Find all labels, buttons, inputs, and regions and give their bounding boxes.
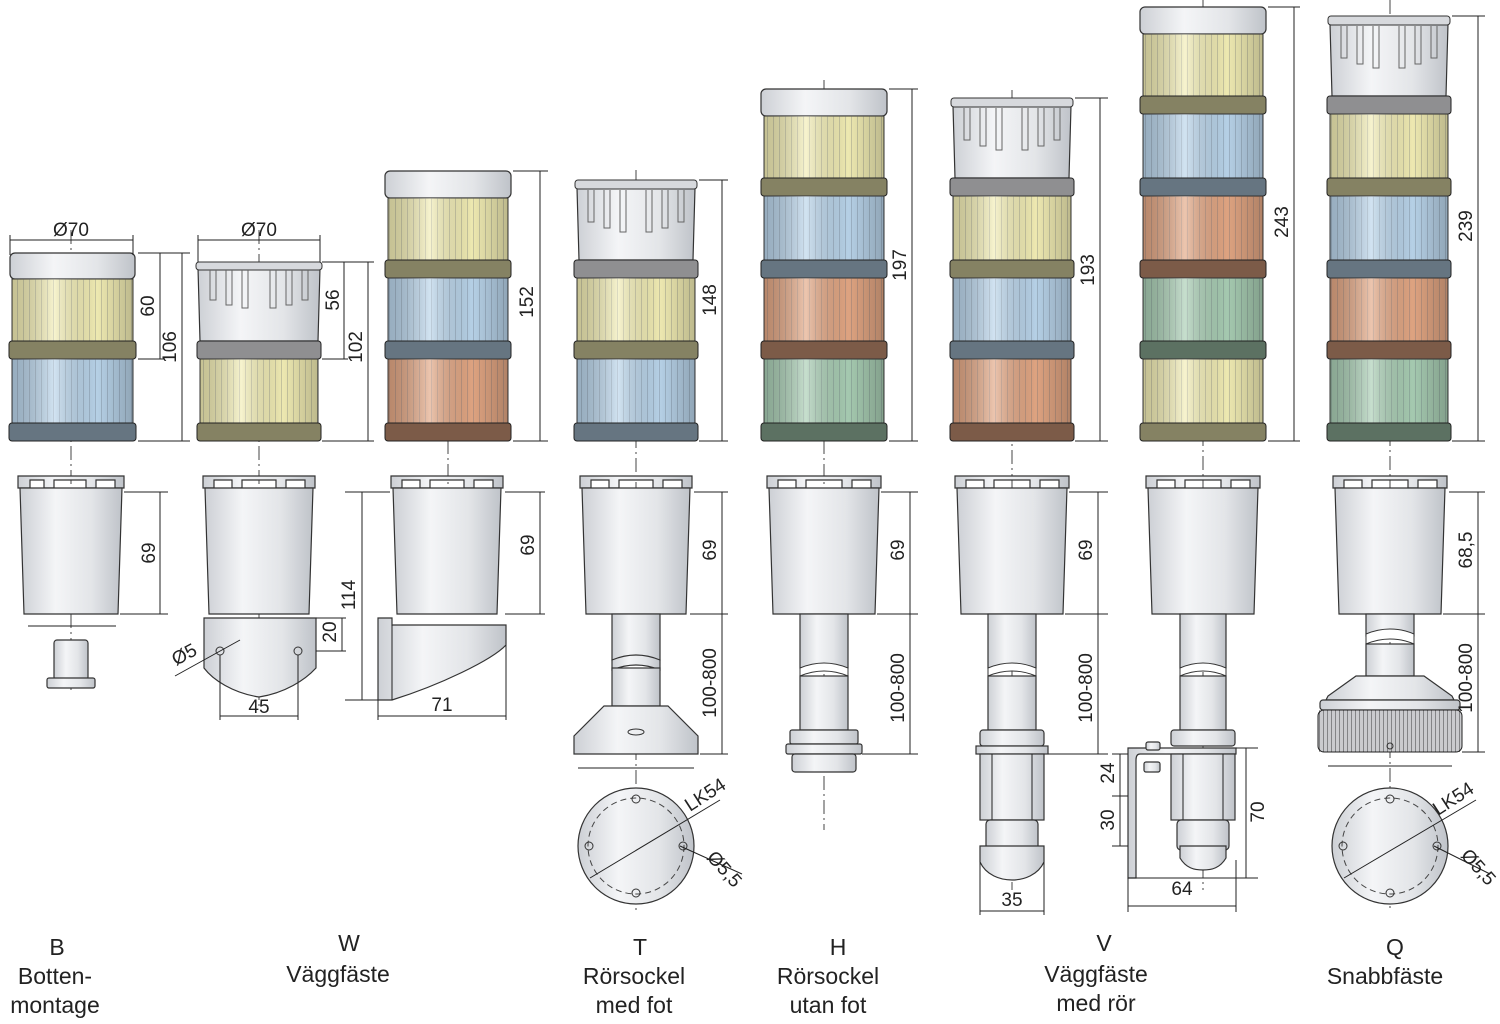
t-hole-label: Ø5,5 <box>702 847 745 892</box>
caption-q-code: Q <box>1386 934 1404 960</box>
x-height-243-label: 243 <box>1272 206 1293 238</box>
q-base-685-label: 68,5 <box>1456 532 1477 569</box>
w-height-102-label: 102 <box>346 331 367 363</box>
caption-w-line1: Väggfäste <box>286 961 390 987</box>
b-module-blue <box>11 358 134 424</box>
caption-w-code: W <box>338 930 360 956</box>
q-hole-label: Ø5,5 <box>1456 845 1499 890</box>
w-hole-label: Ø5 <box>168 640 200 670</box>
h-base-69-label: 69 <box>888 539 909 560</box>
w-height-56-label: 56 <box>323 289 344 310</box>
x-module-yellow-2 <box>1142 358 1264 424</box>
t-module-yellow <box>576 277 696 342</box>
v-width-35-label: 35 <box>1001 890 1022 911</box>
b-diameter-label: Ø70 <box>53 220 89 241</box>
caption-v-code: V <box>1096 930 1112 956</box>
a-module-blue <box>387 277 509 342</box>
caption-q-line1: Snabbfäste <box>1327 963 1443 989</box>
v-base-69-label: 69 <box>1076 539 1097 560</box>
q-module-green <box>1329 358 1449 424</box>
model-w: Ø70 56 102 20 Ø5 45 <box>168 220 374 720</box>
caption-h-line1: Rörsockel <box>777 963 879 989</box>
q-height-239-label: 239 <box>1456 210 1477 242</box>
b-height-60-label: 60 <box>138 295 159 316</box>
model-q: LK54 Ø5,5 239 68,5 100-800 <box>1317 0 1499 910</box>
x-height-70-label: 70 <box>1248 801 1269 822</box>
h-module-green <box>763 358 885 424</box>
caption-v-line2: med rör <box>1056 990 1136 1016</box>
t-height-100-800-label: 100-800 <box>700 648 721 718</box>
h-module-yellow <box>763 115 885 179</box>
caption-h-line2: utan fot <box>790 992 867 1018</box>
captions: B Botten- montage W Väggfäste T Rörsocke… <box>10 930 1443 1018</box>
a-base-69-label: 69 <box>518 534 539 555</box>
h-module-orange <box>763 277 885 342</box>
w-width-45-label: 45 <box>248 697 269 718</box>
x-height-24-label: 24 <box>1098 762 1119 784</box>
x-module-blue <box>1142 113 1264 179</box>
model-b: Ø70 60 106 69 <box>8 220 190 690</box>
b-base-69-label: 69 <box>139 542 160 563</box>
caption-b-code: B <box>49 934 64 960</box>
b-module-yellow <box>11 278 134 342</box>
t-base-69-label: 69 <box>700 539 721 560</box>
caption-v-line1: Väggfäste <box>1044 961 1148 987</box>
q-module-yellow <box>1329 113 1449 179</box>
caption-t-line1: Rörsockel <box>583 963 685 989</box>
caption-h-code: H <box>830 934 847 960</box>
v-module-orange <box>952 358 1072 424</box>
w-diameter-label: Ø70 <box>241 220 277 241</box>
model-v: 193 69 100-800 35 <box>949 90 1108 915</box>
h-height-197-label: 197 <box>890 249 911 281</box>
model-h: 197 69 100-800 <box>760 80 918 830</box>
h-module-blue <box>763 195 885 261</box>
x-height-30-label: 30 <box>1098 809 1119 830</box>
a-height-152-label: 152 <box>517 286 538 318</box>
q-height-100-800-label: 100-800 <box>1456 643 1477 713</box>
a-module-orange <box>387 358 509 424</box>
x-width-64-label: 64 <box>1171 879 1193 900</box>
h-height-100-800-label: 100-800 <box>888 653 909 723</box>
model-t: LK54 Ø5,5 148 69 100-800 <box>573 170 745 910</box>
q-lk-label: LK54 <box>1429 778 1478 820</box>
x-module-orange <box>1142 195 1264 261</box>
a-height-114-label: 114 <box>339 579 360 610</box>
a-module-yellow <box>387 197 509 261</box>
x-module-green <box>1142 277 1264 342</box>
w-height-20-label: 20 <box>320 621 341 642</box>
x-module-yellow <box>1142 33 1264 97</box>
caption-t-line2: med fot <box>596 992 673 1018</box>
t-height-148-label: 148 <box>700 284 721 316</box>
t-module-blue <box>576 358 696 424</box>
b-height-106-label: 106 <box>160 331 181 363</box>
v-height-100-800-label: 100-800 <box>1076 653 1097 723</box>
a-width-71-label: 71 <box>431 695 452 716</box>
v-module-yellow <box>952 195 1072 261</box>
q-module-orange <box>1329 277 1449 342</box>
q-module-blue <box>1329 195 1449 261</box>
t-lk-label: LK54 <box>681 774 730 816</box>
caption-b-line1: Botten- <box>18 963 92 989</box>
model-l-bracket: 243 24 30 70 64 <box>1098 0 1300 912</box>
model-angle-bracket: 152 69 114 71 <box>339 170 548 720</box>
v-module-blue <box>952 277 1072 342</box>
caption-b-line2: montage <box>10 992 100 1018</box>
caption-t-code: T <box>633 934 647 960</box>
w-module-yellow <box>199 358 319 424</box>
v-height-193-label: 193 <box>1078 254 1099 286</box>
